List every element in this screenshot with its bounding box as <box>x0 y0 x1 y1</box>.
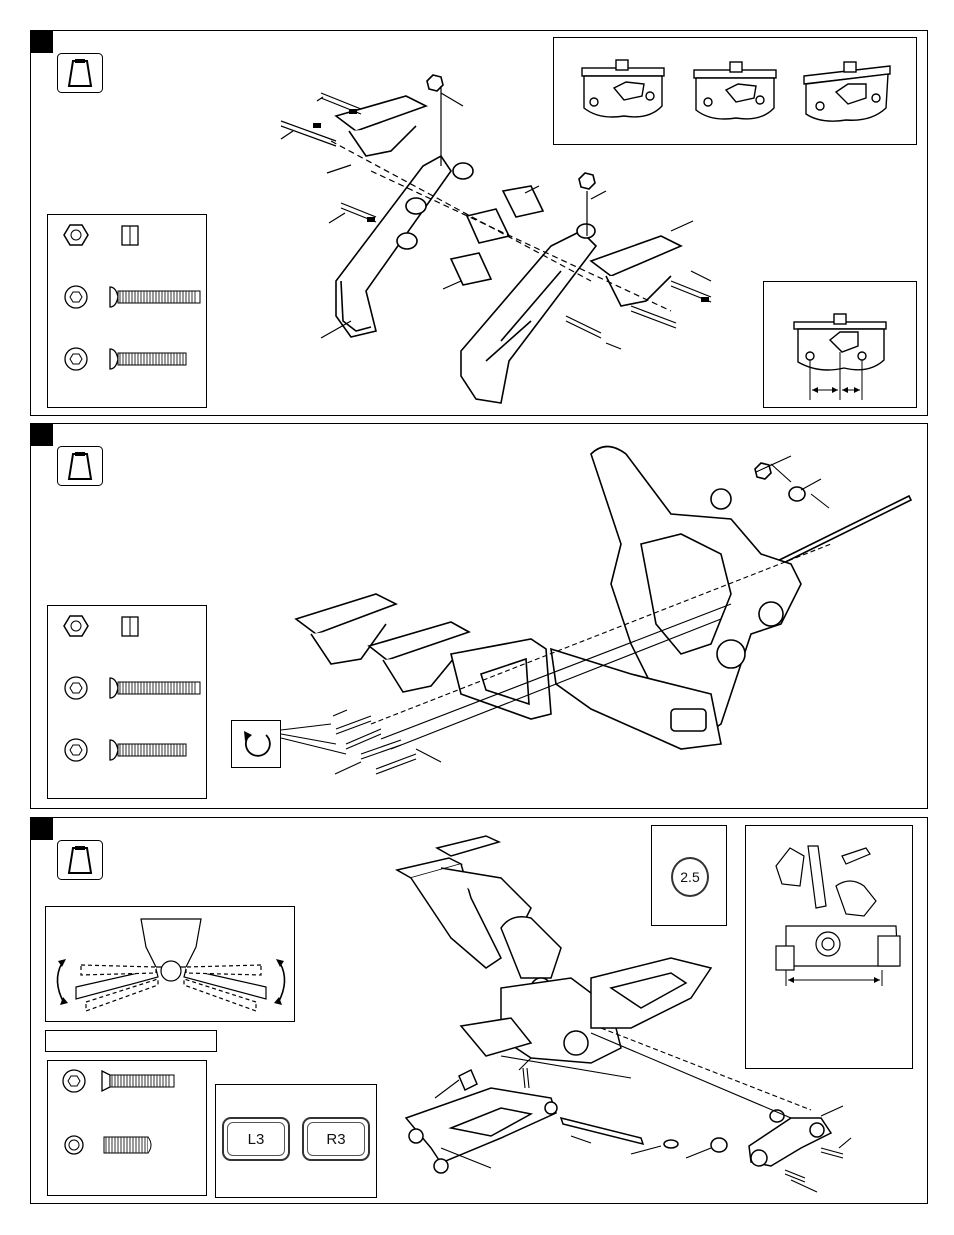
hardware-list-box <box>47 1060 207 1196</box>
mount-option-2 <box>694 62 776 119</box>
part-label-r3: R3 <box>302 1117 370 1161</box>
hex-wrench-icon <box>57 53 103 93</box>
nut-side-icon <box>122 617 138 636</box>
medium-screw-icon <box>110 349 186 369</box>
mount-spacing-detail-box <box>763 281 917 408</box>
step-1-panel <box>30 30 928 416</box>
hardware-list-box <box>47 214 207 408</box>
mount-position-options-box <box>553 37 917 145</box>
nut-icon <box>64 225 88 245</box>
nut-side-icon <box>122 226 138 245</box>
arm-swing-top-view-box <box>45 906 295 1022</box>
mount-option-1 <box>582 60 664 117</box>
hardware-list-box <box>47 605 207 799</box>
hex-key-size-text: 2.5 <box>680 869 699 885</box>
part-label-r3-text: R3 <box>326 1131 345 1148</box>
hex-key-size-box: 2.5 <box>651 825 727 926</box>
part-label-l3-text: L3 <box>248 1131 265 1148</box>
hex-wrench-icon <box>57 840 103 880</box>
arm-side-detail-box <box>745 825 913 1069</box>
long-screw-icon <box>110 287 200 307</box>
nut-icon <box>64 616 88 636</box>
screw-head-icon <box>65 677 87 699</box>
long-screw-icon <box>110 678 200 698</box>
step-3-number-block <box>31 818 53 840</box>
flat-head-screw-icon <box>63 1070 174 1092</box>
step-1-number-block <box>31 31 53 53</box>
step-2-panel <box>30 423 928 809</box>
screw-head-icon-2 <box>65 739 87 761</box>
parts-tree-labels-box: L3 R3 <box>215 1084 377 1198</box>
step-2-number-block <box>31 424 53 446</box>
screw-head-icon-2 <box>65 348 87 370</box>
screw-head-icon <box>65 286 87 308</box>
set-screw-icon <box>65 1136 151 1154</box>
step-3-panel: L3 R3 2.5 <box>30 817 928 1204</box>
part-label-l3: L3 <box>222 1117 290 1161</box>
hex-wrench-icon <box>57 446 103 486</box>
blank-label-bar <box>45 1030 217 1052</box>
medium-screw-icon <box>110 740 186 760</box>
hex-key-size-badge: 2.5 <box>671 857 709 897</box>
rotate-instruction-box <box>231 720 281 768</box>
rotate-arrow-icon <box>232 721 282 769</box>
mount-option-3 <box>804 62 890 121</box>
